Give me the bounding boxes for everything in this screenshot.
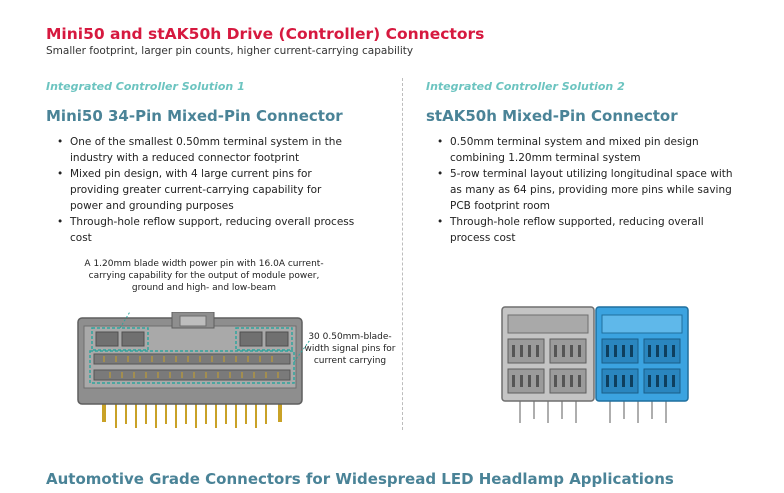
mini50-bullet: Mixed pin design, with 4 large current p… <box>56 166 356 214</box>
power-pin-callout: A 1.20mm blade width power pin with 16.0… <box>84 259 324 293</box>
signal-pin-callout: 30 0.50mm-blade-width signal pins for cu… <box>304 332 396 366</box>
stak50h-bullet-list: 0.50mm terminal system and mixed pin des… <box>436 134 746 246</box>
solution-2-label: Integrated Controller Solution 2 <box>426 80 625 93</box>
page-subtitle: Smaller footprint, larger pin counts, hi… <box>46 45 414 57</box>
mini50-bullet-list: One of the smallest 0.50mm terminal syst… <box>56 134 356 246</box>
stak50h-connector-illustration <box>501 306 689 423</box>
column-divider <box>402 78 403 430</box>
stak50h-bullet: Through-hole reflow supported, reducing … <box>436 214 746 246</box>
stak50h-bullet: 0.50mm terminal system and mixed pin des… <box>436 134 746 166</box>
solution-1-label: Integrated Controller Solution 1 <box>46 80 245 93</box>
stak50h-heading: stAK50h Mixed-Pin Connector <box>426 107 678 125</box>
mini50-bullet: One of the smallest 0.50mm terminal syst… <box>56 134 356 166</box>
mini50-heading: Mini50 34-Pin Mixed-Pin Connector <box>46 107 343 125</box>
footer-heading: Automotive Grade Connectors for Widespre… <box>46 470 674 488</box>
stak50h-bullet: 5-row terminal layout utilizing longitud… <box>436 166 746 214</box>
mini50-bullet: Through-hole reflow support, reducing ov… <box>56 214 356 246</box>
page-title: Mini50 and stAK50h Drive (Controller) Co… <box>46 25 485 43</box>
mini50-connector-illustration <box>77 312 310 428</box>
